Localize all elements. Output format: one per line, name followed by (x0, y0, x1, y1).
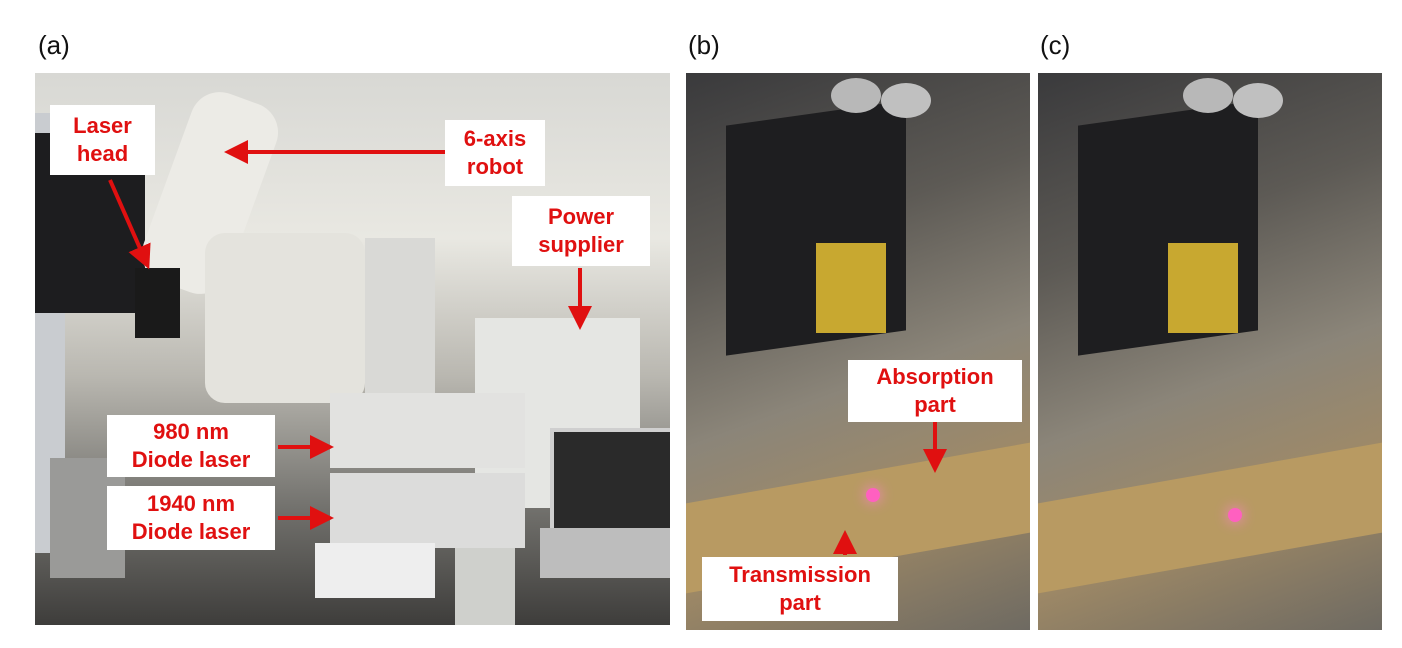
label-line: part (779, 590, 821, 615)
label-line: Diode laser (131, 447, 251, 472)
label-line: head (76, 141, 129, 166)
photo-welding-head-b (686, 73, 1030, 630)
panel-c-label: (c) (1040, 30, 1071, 60)
label-line: part (914, 392, 956, 417)
label-line: supplier (538, 232, 624, 257)
label-1940nm-diode: 1940 nm Diode laser (107, 486, 275, 550)
label-absorption-part: Absorption part (848, 360, 1022, 422)
label-line: 980 nm (153, 419, 229, 444)
label-line: Absorption (876, 364, 994, 389)
panel-a-label: (a) (38, 30, 70, 60)
photo-welding-head-c (1038, 73, 1382, 630)
label-line: Power (547, 204, 615, 229)
label-laser-head: Laser head (50, 105, 155, 175)
label-line: robot (466, 154, 524, 179)
label-980nm-diode: 980 nm Diode laser (107, 415, 275, 477)
panel-b-label: (b) (688, 30, 720, 60)
label-line: 6-axis (463, 126, 527, 151)
label-line: Diode laser (131, 519, 251, 544)
label-power-supplier: Power supplier (512, 196, 650, 266)
label-line: Transmission (729, 562, 871, 587)
label-transmission-part: Transmission part (702, 557, 898, 621)
label-line: Laser (73, 113, 132, 138)
label-line: 1940 nm (146, 491, 236, 516)
label-robot: 6-axis robot (445, 120, 545, 186)
